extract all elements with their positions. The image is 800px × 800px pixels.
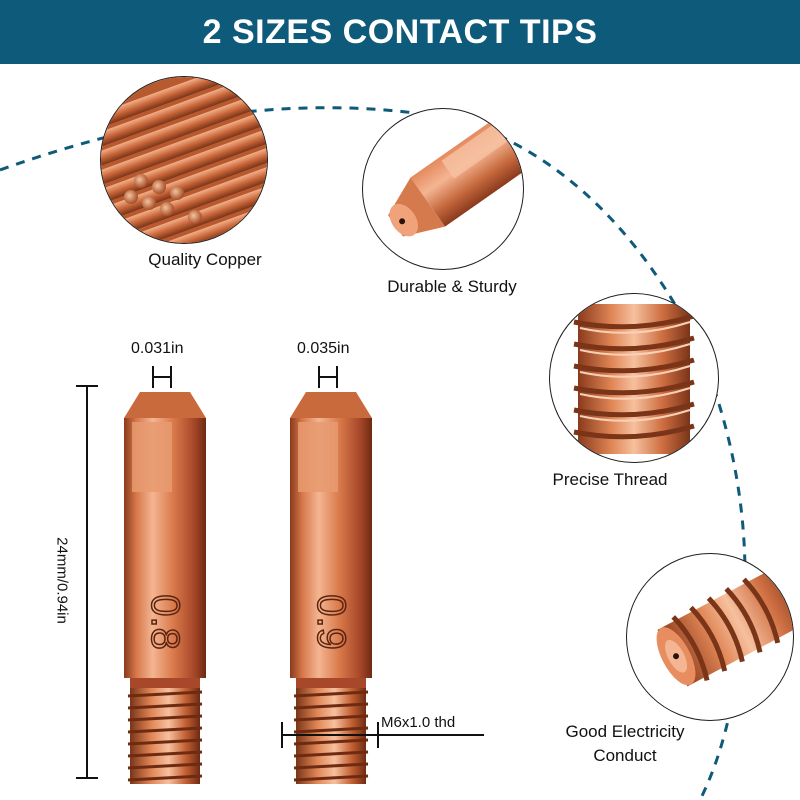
tip2-engraving: 0.9	[309, 594, 353, 650]
length-label: 24mm/0.94in	[53, 537, 71, 624]
quality-copper-image	[100, 76, 268, 244]
good-electricity-line2: Conduct	[593, 746, 657, 765]
good-electricity-image	[626, 553, 794, 721]
quality-copper-label: Quality Copper	[148, 250, 262, 269]
precise-thread-image	[549, 293, 719, 463]
tip1-engraving: 0.8	[143, 594, 187, 650]
durable-sturdy-label: Durable & Sturdy	[387, 277, 517, 296]
contact-tip-0-8: 0.8	[124, 392, 206, 784]
thread-label: M6x1.0 thd	[381, 714, 456, 731]
title-banner: 2 SIZES CONTACT TIPS	[0, 0, 800, 64]
tip2-bore-marker	[318, 366, 338, 388]
durable-sturdy-image	[362, 108, 524, 270]
tip1-size-label: 0.031in	[131, 340, 184, 357]
tip2-size-label: 0.035in	[297, 340, 350, 357]
tip1-bore-marker	[152, 366, 172, 388]
thread-dimension-line	[281, 722, 484, 748]
precise-thread-label: Precise Thread	[552, 470, 668, 489]
good-electricity-label: Good Electricity Conduct	[540, 720, 710, 768]
good-electricity-line1: Good Electricity	[565, 722, 685, 741]
length-dimension-line	[76, 385, 98, 779]
page-title: 2 SIZES CONTACT TIPS	[202, 12, 598, 51]
